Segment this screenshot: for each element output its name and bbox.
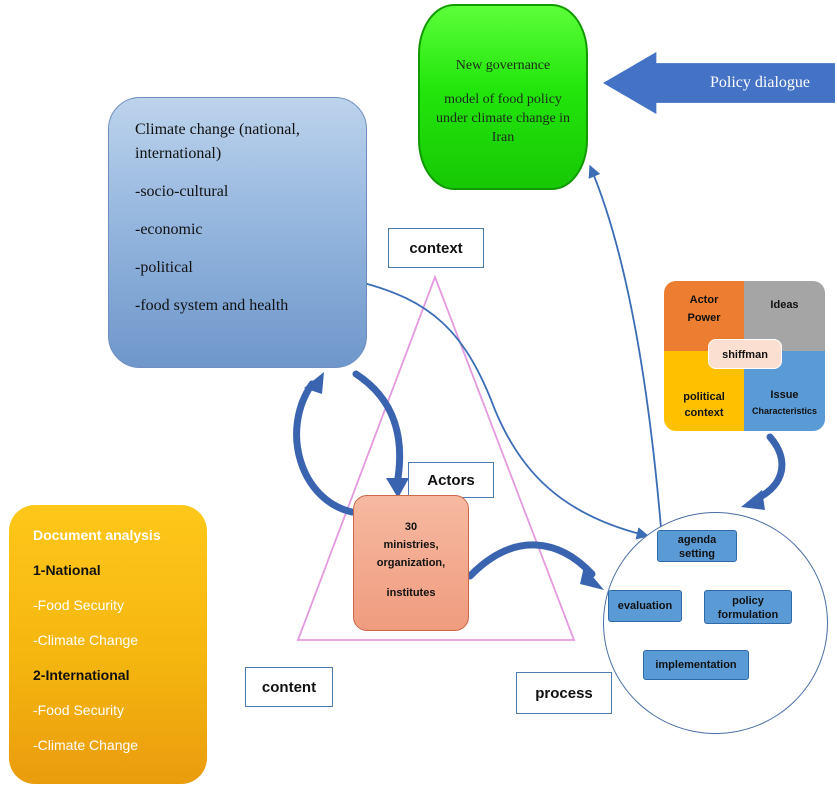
governance-subtitle: model of food policy under climate chang… xyxy=(435,92,571,145)
political-context-line1: political xyxy=(683,391,725,403)
shiffman-to-process-curved-arrow xyxy=(754,433,786,502)
document-national-food-security: -Food Security xyxy=(33,597,125,613)
actors-to-climate-curved-arrow xyxy=(293,380,356,516)
governance-title: New governance xyxy=(455,58,551,73)
shiffman-center: shiffman xyxy=(708,339,782,369)
actors-count: 30 xyxy=(404,521,418,533)
policy-dialogue-arrow: Policy dialogue xyxy=(603,52,835,114)
document-title: Document analysis xyxy=(33,527,161,543)
ideas-label: Ideas xyxy=(770,299,799,311)
agenda-line2: setting xyxy=(678,548,716,560)
process-label: process xyxy=(516,672,612,714)
cycle-step-policy-formulation: policy formulation xyxy=(704,590,792,624)
cycle-step-agenda-setting: agenda setting xyxy=(657,530,737,562)
climate-item-political: -political xyxy=(135,259,193,276)
climate-item-socio-cultural: -socio-cultural xyxy=(135,183,229,200)
actor-power-line2: Power xyxy=(687,312,721,324)
actors-to-climate-arrowhead xyxy=(304,372,324,394)
cycle-step-evaluation: evaluation xyxy=(608,590,682,622)
shiffman-to-process-arrowhead xyxy=(741,490,765,510)
actors-box: 30 ministries, organization, institutes xyxy=(353,495,469,631)
climate-change-box: Climate change (national, international)… xyxy=(108,97,367,368)
document-national: 1-National xyxy=(33,562,101,578)
political-context-line2: context xyxy=(684,407,724,419)
actors-organization: organization, xyxy=(376,557,446,569)
context-label: context xyxy=(388,228,484,268)
document-analysis-box: Document analysis 1-National -Food Secur… xyxy=(9,505,207,784)
formulation-line1: policy xyxy=(732,595,764,607)
policy-dialogue-label: Policy dialogue xyxy=(710,74,810,91)
document-international-food-security: -Food Security xyxy=(33,702,125,718)
climate-item-economic: -economic xyxy=(135,221,203,238)
formulation-line2: formulation xyxy=(717,609,779,621)
climate-to-actors-curved-arrow xyxy=(352,370,404,488)
actors-label: Actors xyxy=(408,462,494,498)
document-international-climate-change: -Climate Change xyxy=(33,737,139,753)
actors-institutes: institutes xyxy=(386,587,436,599)
issue-line2: Characteristics xyxy=(751,406,818,416)
actors-to-process-curved-arrow xyxy=(466,541,596,580)
document-national-climate-change: -Climate Change xyxy=(33,632,139,648)
cycle-step-implementation: implementation xyxy=(643,650,749,680)
issue-line1: Issue xyxy=(770,389,799,401)
actors-to-process-arrowhead xyxy=(580,566,604,590)
actor-power-line1: Actor xyxy=(689,294,719,306)
new-governance-node: New governance model of food policy unde… xyxy=(418,4,588,190)
actors-ministries: ministries, xyxy=(383,539,439,551)
agenda-line1: agenda xyxy=(677,534,717,546)
climate-title: Climate change (national, international) xyxy=(135,121,300,162)
content-label: content xyxy=(245,667,333,707)
climate-item-food-system: -food system and health xyxy=(135,297,289,314)
document-international: 2-International xyxy=(33,667,130,683)
cycle-to-governance-connector xyxy=(588,164,662,529)
